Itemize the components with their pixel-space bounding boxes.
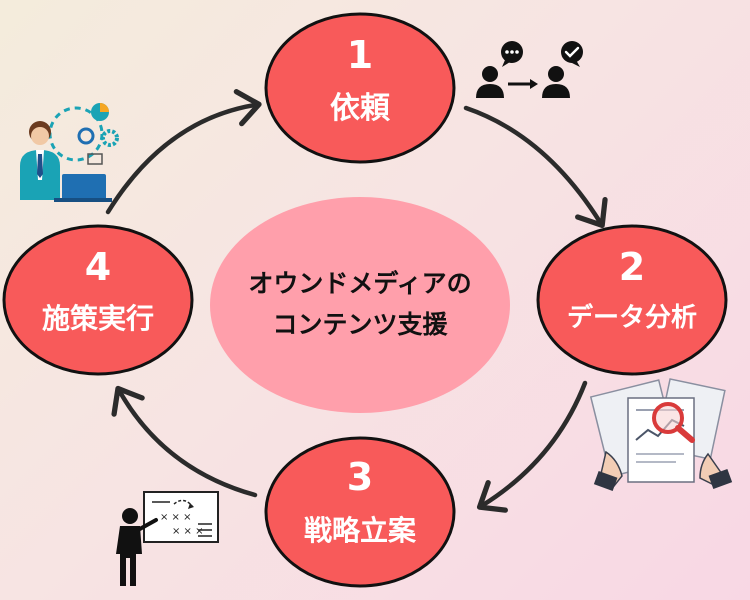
arrow-2-to-3 xyxy=(476,380,588,513)
step-3-number: 3 xyxy=(347,455,373,499)
arrow-1-to-2 xyxy=(463,105,608,229)
step-1-label: 依頼 xyxy=(330,91,391,126)
step-3-label: 戦略立案 xyxy=(304,514,417,547)
step-3-node: 3 戦略立案 xyxy=(264,436,456,588)
svg-text:× × ×: × × × xyxy=(160,512,192,523)
step-4-number: 4 xyxy=(85,245,111,289)
step-4-node: 4 施策実行 xyxy=(2,224,194,376)
step-2-node: 2 データ分析 xyxy=(536,224,728,376)
businessman-laptop-icon xyxy=(20,103,119,202)
step-4-circle xyxy=(2,224,194,376)
arrow-3-to-4 xyxy=(111,385,258,498)
step-4-label: 施策実行 xyxy=(42,302,154,335)
document-analysis-icon xyxy=(589,378,733,491)
step-1-node: 1 依頼 xyxy=(264,12,456,164)
svg-text:× × ×: × × × xyxy=(172,526,204,537)
step-3-circle xyxy=(264,436,456,588)
center-ellipse xyxy=(210,197,510,413)
strategy-board-icon: × × × × × × xyxy=(116,491,219,586)
consultation-people-icon xyxy=(476,41,583,98)
step-1-number: 1 xyxy=(347,33,373,77)
step-1-circle xyxy=(264,12,456,164)
arrow-4-to-1 xyxy=(105,89,262,215)
step-2-label: データ分析 xyxy=(567,302,697,333)
step-2-circle xyxy=(536,224,728,376)
center-text-line2: コンテンツ支援 xyxy=(272,310,448,339)
center-text-line1: オウンドメディアの xyxy=(248,269,471,298)
step-2-number: 2 xyxy=(619,245,645,289)
cycle-arrows xyxy=(105,89,608,513)
